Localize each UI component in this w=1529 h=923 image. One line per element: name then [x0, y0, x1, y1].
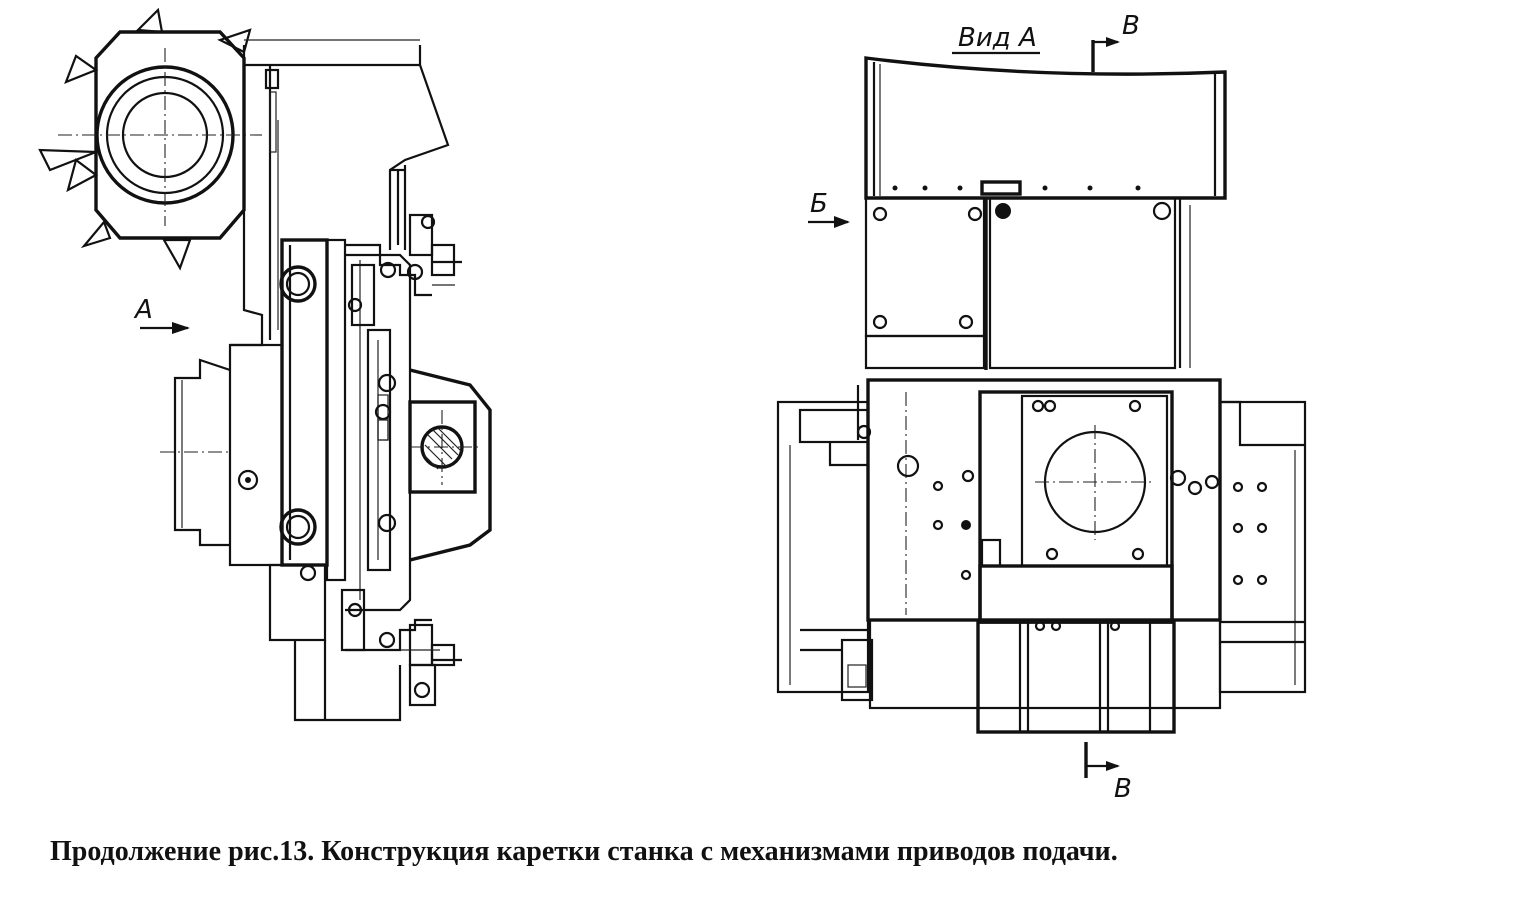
section-label-bottom: В: [1114, 774, 1132, 804]
cutter-head: [38, 7, 262, 271]
top-clamp: [345, 213, 462, 327]
front-view: Вид А В: [776, 11, 1307, 804]
upper-plates: [864, 196, 1191, 370]
arrow-b: [808, 216, 850, 228]
section-mark-top: [1091, 37, 1120, 72]
guide-rails: [325, 238, 412, 612]
right-side-block: [1218, 400, 1307, 694]
view-a-title: Вид А: [958, 23, 1037, 53]
arrow-b-label: Б: [810, 189, 828, 219]
left-bracket: [160, 343, 284, 567]
section-label-top: В: [1122, 11, 1140, 41]
carriage-plate: [279, 238, 329, 567]
lower-guides: [800, 618, 1222, 734]
bottom-clamp: [340, 588, 462, 707]
arrow-a-label: А: [133, 295, 153, 325]
top-housing: [864, 56, 1227, 222]
left-side-block: [776, 385, 872, 694]
column-body: [230, 39, 450, 347]
side-view: А: [38, 7, 492, 722]
gearbox-housing: [374, 368, 492, 562]
central-body: [866, 378, 1222, 624]
arrow-a: [140, 322, 190, 334]
lower-base: [268, 563, 402, 722]
figure-caption: Продолжение рис.13. Конструкция каретки …: [50, 836, 1118, 867]
section-mark-bottom: [1084, 742, 1120, 778]
